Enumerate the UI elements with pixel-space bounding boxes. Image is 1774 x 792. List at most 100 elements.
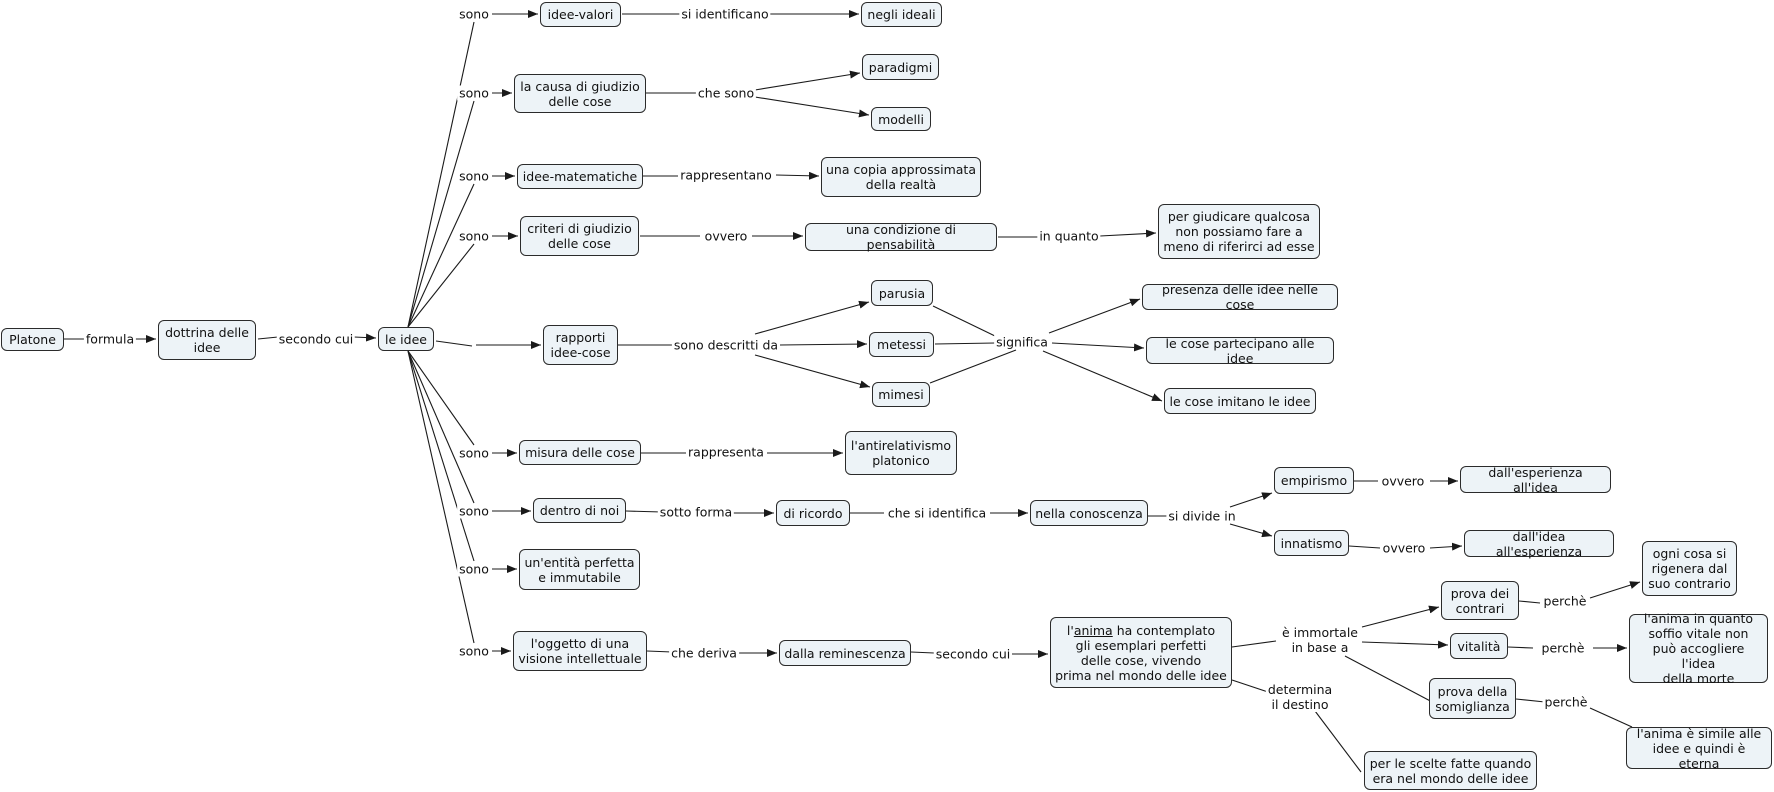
node-imitano: le cose imitano le idee xyxy=(1164,388,1316,414)
connector-line xyxy=(407,350,475,504)
connector-line xyxy=(1048,298,1141,334)
node-ogni-cosa: ogni cosa si rigenera dal suo contrario xyxy=(1642,541,1737,596)
label-significa: significa xyxy=(994,334,1050,350)
connector-line xyxy=(353,333,377,342)
node-dentro-noi: dentro di noi xyxy=(533,498,626,523)
node-soffio-vitale: l'anima in quanto soffio vitale non può … xyxy=(1629,611,1768,686)
label-sono-4: sono xyxy=(457,228,491,244)
connector-line xyxy=(407,100,475,328)
label-ovvero-2: ovvero xyxy=(1379,473,1427,489)
connector-line xyxy=(257,336,279,340)
label-perche-3: perchè xyxy=(1542,694,1590,710)
label-perche-2: perchè xyxy=(1539,640,1587,656)
node-empirismo: empirismo xyxy=(1274,467,1354,494)
connector-line xyxy=(1589,707,1633,728)
connector-line xyxy=(1348,545,1381,549)
label-si-divide-in: si divide in xyxy=(1166,508,1238,524)
node-paradigmi: paradigmi xyxy=(862,54,939,80)
label-perche-1: perchè xyxy=(1541,593,1589,609)
connector-line xyxy=(934,342,996,345)
label-rappresentano: rappresentano xyxy=(678,167,774,183)
connector-line xyxy=(1311,706,1362,773)
connector-line xyxy=(1429,542,1463,551)
connector-line xyxy=(1231,679,1269,693)
label-sono-6: sono xyxy=(457,503,491,519)
node-rapporti: rapporti idee-cose xyxy=(543,325,618,365)
node-vitalita: vitalità xyxy=(1450,633,1508,659)
connector-line xyxy=(1361,605,1440,628)
connector-line xyxy=(775,171,820,180)
connector-line xyxy=(1344,655,1437,705)
label-sono-8: sono xyxy=(457,643,491,659)
connector-line xyxy=(754,354,871,389)
label-in-quanto: in quanto xyxy=(1037,228,1101,244)
node-simile-idee: l'anima è simile alle idee e quindi è et… xyxy=(1626,726,1772,771)
connector-line xyxy=(754,96,870,118)
node-misura: misura delle cose xyxy=(519,440,641,465)
node-giudicare: per giudicare qualcosa non possiamo fare… xyxy=(1158,204,1320,259)
node-platone: Platone xyxy=(1,328,64,351)
node-di-ricordo: di ricordo xyxy=(776,500,850,526)
connector-line xyxy=(1229,492,1273,508)
connector-line xyxy=(929,349,1017,384)
node-negli-ideali: negli ideali xyxy=(861,2,942,27)
connector-line xyxy=(754,300,870,335)
node-entita-perfetta: un'entità perfetta e immutabile xyxy=(519,549,640,590)
anima-prefix: l' xyxy=(1066,622,1074,638)
connector-line xyxy=(407,350,475,562)
node-mimesi: mimesi xyxy=(872,382,930,407)
node-presenza: presenza delle idee nelle cose xyxy=(1142,282,1338,312)
connector-line xyxy=(407,350,475,446)
node-reminiscenza: dalla reminescenza xyxy=(779,640,911,666)
connector-line xyxy=(407,243,475,328)
label-sono-2: sono xyxy=(457,85,491,101)
node-condizione-pensabilita: una condizione di pensabilità xyxy=(805,222,997,252)
node-scelte: per le scelte fatte quando era nel mondo… xyxy=(1364,751,1537,790)
connector-line xyxy=(779,340,868,349)
label-si-identificano: si identificano xyxy=(679,6,771,22)
node-conoscenza: nella conoscenza xyxy=(1030,500,1148,526)
connector-line xyxy=(1518,600,1541,604)
node-causa-giudizio: la causa di giudizio delle cose xyxy=(514,74,646,113)
node-oggetto-visione: l'oggetto di una visione intellettuale xyxy=(513,631,647,671)
node-criteri-giudizio: criteri di giudizio delle cose xyxy=(520,216,639,256)
label-formula: formula xyxy=(83,331,137,347)
node-idee-valori: idee-valori xyxy=(540,2,621,27)
label-sono-5: sono xyxy=(457,445,491,461)
label-sono-7: sono xyxy=(457,561,491,577)
node-idea-esperienza: dall'idea all'esperienza xyxy=(1464,529,1614,559)
node-prova-contrari: prova dei contrari xyxy=(1441,581,1519,620)
node-dottrina: dottrina delle idee xyxy=(158,320,256,360)
label-che-si-identifica: che si identifica xyxy=(885,505,989,521)
connector-line xyxy=(1515,698,1546,703)
connector-line xyxy=(625,510,663,513)
connector-line xyxy=(1589,581,1641,599)
label-che-sono: che sono xyxy=(695,85,757,101)
connector-line xyxy=(754,70,861,91)
anima-rest: ha contemplato gli esemplari perfetti de… xyxy=(1055,622,1227,683)
connector-line xyxy=(646,650,673,653)
label-sono-descritti-da: sono descritti da xyxy=(671,337,781,353)
connector-line xyxy=(1507,646,1534,649)
label-e-immortale: è immortale in base a xyxy=(1279,625,1361,655)
label-secondo-cui-2: secondo cui xyxy=(933,646,1013,662)
node-innatismo: innatismo xyxy=(1274,530,1349,556)
connector-line xyxy=(1231,640,1277,648)
connector-line xyxy=(435,340,473,347)
node-antirelativismo: l'antirelativismo platonico xyxy=(845,431,957,475)
node-esperienza-idea: dall'esperienza all'idea xyxy=(1460,465,1611,495)
connector-line xyxy=(910,651,935,654)
node-anima: l'anima ha contemplato gli esemplari per… xyxy=(1050,617,1232,688)
label-sotto-forma: sotto forma xyxy=(657,504,735,520)
connector-line xyxy=(1099,229,1157,238)
label-determina: determina il destino xyxy=(1265,682,1335,712)
anima-word: anima xyxy=(1073,622,1113,638)
node-le-idee: le idee xyxy=(378,327,434,351)
connector-line xyxy=(1229,523,1273,538)
connector-line xyxy=(407,350,475,644)
connector-line xyxy=(1042,350,1163,402)
label-sono-3: sono xyxy=(457,168,491,184)
node-copia-approssimata: una copia approssimata della realtà xyxy=(821,157,981,197)
label-secondo-cui: secondo cui xyxy=(276,331,356,347)
